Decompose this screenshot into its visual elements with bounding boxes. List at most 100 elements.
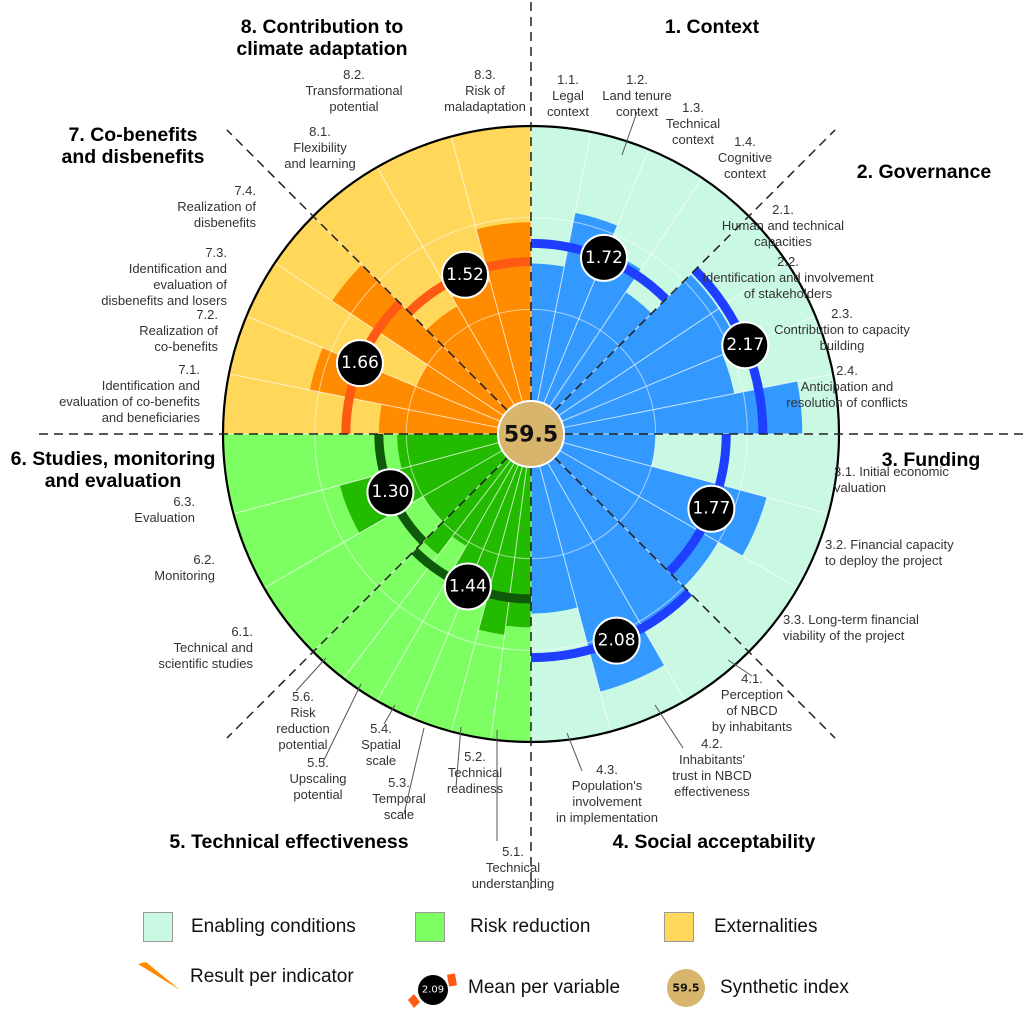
indicator-label-line: scale	[384, 807, 414, 822]
indicator-label-line: Identification and involvement	[702, 270, 874, 285]
legend-item-mean: 2.09 Mean per variable	[408, 968, 620, 1008]
indicator-label-line: 5.5.	[307, 755, 329, 770]
indicator-label-line: 2.3.	[831, 306, 853, 321]
legend-item-index: 59.5 Synthetic index	[666, 968, 849, 1008]
sector-dividers	[34, 0, 1024, 889]
indicator-label-line: 8.1.	[309, 124, 331, 139]
indicator-label-line: reduction	[276, 721, 329, 736]
indicator-label-line: 7.3.	[205, 245, 227, 260]
indicator-label-line: building	[820, 338, 865, 353]
label-leader-line	[727, 659, 753, 677]
indicator-bar	[415, 364, 504, 422]
radial-gridline	[559, 450, 798, 589]
indicator-label-line: valuation	[834, 480, 886, 495]
indicator-label-line: to deploy the project	[825, 553, 942, 568]
indicator-bar	[426, 306, 515, 411]
indicator-bar	[563, 381, 803, 434]
legend-item-result: Result per indicator	[136, 962, 354, 992]
label-leader-line	[654, 704, 684, 749]
legend-label-mean: Mean per variable	[468, 977, 621, 998]
indicator-label-line: 5.6.	[292, 689, 314, 704]
mean-badges: 1.722.171.772.081.441.301.661.52	[335, 233, 770, 665]
mean-badge-circle	[441, 250, 490, 299]
radial-gridline	[228, 373, 499, 429]
sector-title: 4. Social acceptability	[613, 831, 816, 853]
mean-badge: 1.72	[579, 233, 628, 282]
legend-label-result: Result per indicator	[190, 966, 354, 987]
indicator-bar	[332, 264, 508, 416]
sector-title: 7. Co-benefits	[69, 124, 198, 146]
legend-swatch-externalities	[664, 912, 694, 942]
mean-badge-value: 1.77	[692, 499, 730, 519]
indicator-bar	[554, 274, 719, 416]
indicator-label-line: by inhabitants	[712, 719, 793, 734]
mean-badge: 1.30	[366, 468, 415, 517]
indicator-label-line: 3.2. Financial capacity	[825, 537, 954, 552]
indicator-label-line: Technical and	[174, 640, 254, 655]
indicator-label-line: Identification and	[102, 378, 200, 393]
indicator-label-line: Evaluation	[134, 510, 195, 525]
mean-badge-circle	[443, 562, 492, 611]
indicator-bar	[554, 450, 719, 587]
indicator-label-line: Spatial	[361, 737, 401, 752]
indicator-label-line: involvement	[572, 794, 642, 809]
radial-gridline	[264, 450, 503, 589]
radial-gridline	[490, 466, 528, 740]
mean-badge: 1.44	[443, 562, 492, 611]
indicator-bar	[469, 464, 523, 590]
indicator-bar	[543, 251, 642, 407]
synthetic-index-icon: 59.5	[667, 969, 705, 1007]
indicator-label-line: 6.3.	[173, 494, 195, 509]
radial-gridline	[343, 459, 512, 679]
mean-badge-circle	[579, 233, 628, 282]
indicator-label-line: potential	[329, 99, 378, 114]
indicator-bar	[562, 434, 656, 467]
indicator-label-line: Temporal	[372, 791, 426, 806]
radial-gridline	[558, 262, 788, 417]
sector-title: 2. Governance	[857, 161, 992, 183]
indicator-bar	[531, 263, 565, 402]
indicator-label-line: Upscaling	[289, 771, 346, 786]
mean-badge-value: 1.66	[341, 353, 379, 373]
indicator-label-line: Monitoring	[154, 568, 215, 583]
indicator-label-line: 3.3. Long-term financial	[783, 612, 919, 627]
indicator-label-line: co-benefits	[154, 339, 218, 354]
label-leader-line	[295, 657, 327, 692]
indicator-label-line: Risk	[290, 705, 316, 720]
indicator-label-line: and beneficiaries	[102, 410, 201, 425]
indicator-label-line: 1.3.	[682, 100, 704, 115]
indicator-label-line: disbenefits	[194, 215, 257, 230]
radial-gridline	[547, 462, 686, 701]
legend: Enabling conditions Risk reduction Exter…	[0, 910, 1024, 1009]
sector-title: 6. Studies, monitoring	[11, 448, 216, 470]
indicator-label-line: Technical	[448, 765, 502, 780]
indicator-label-line: Perception	[721, 687, 783, 702]
indicator-label: 6.3.Evaluation	[134, 494, 195, 525]
legend-item-enabling: Enabling conditions	[143, 912, 356, 942]
indicator-label-line: 5.2.	[464, 749, 486, 764]
indicator-label-line: 7.4.	[234, 183, 256, 198]
sector-title: 3. Funding	[882, 449, 981, 471]
mean-badge: 1.52	[441, 250, 490, 299]
indicator-label-line: Inhabitants'	[679, 752, 745, 767]
indicator-label-line: Anticipation and	[801, 379, 894, 394]
mean-badge-value: 1.44	[449, 576, 487, 596]
label-leader-line	[322, 683, 362, 763]
sector-divider	[226, 129, 509, 412]
sector-title: and disbenefits	[61, 146, 204, 168]
mean-badge-circle	[592, 616, 641, 665]
indicator-label-line: Flexibility	[293, 140, 347, 155]
indicator-label-line: 1.4.	[734, 134, 756, 149]
